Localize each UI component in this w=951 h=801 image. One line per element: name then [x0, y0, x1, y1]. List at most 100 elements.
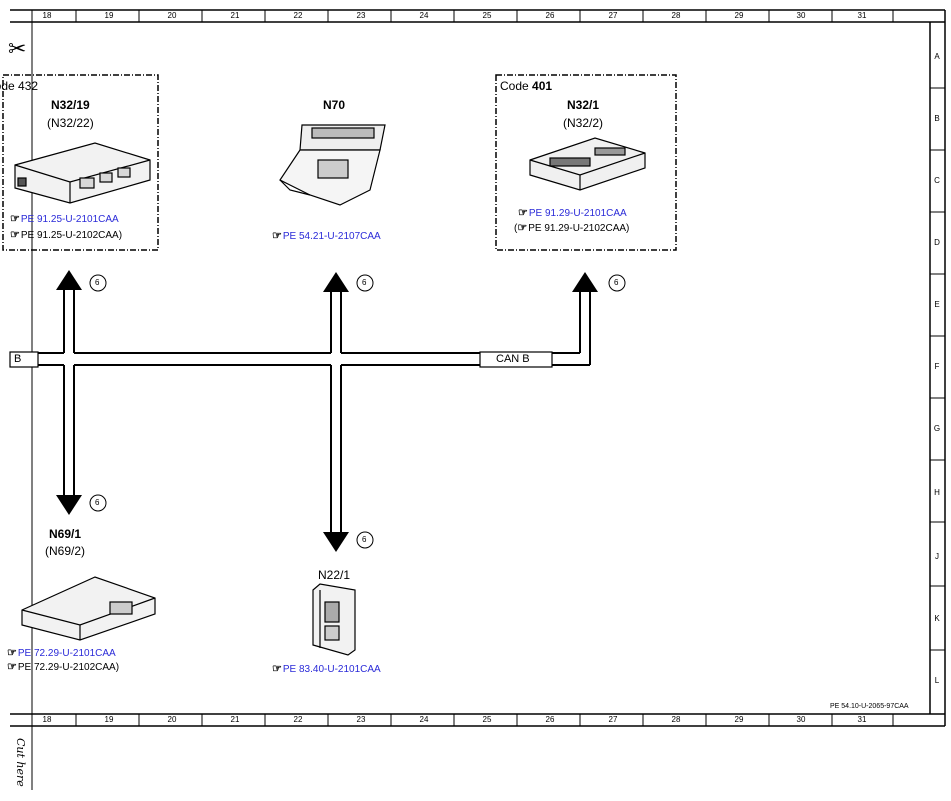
code-401-label: Code 401: [500, 79, 552, 93]
column-label: 22: [293, 11, 303, 20]
column-label: 21: [230, 715, 240, 724]
pointing-hand-icon: ☞: [10, 213, 20, 225]
column-label: 19: [104, 715, 114, 724]
pointing-hand-icon: ☞: [517, 222, 527, 234]
code-401-number: 401: [532, 79, 553, 93]
column-label: 26: [545, 715, 555, 724]
connector-marker-n22-1: 6: [362, 535, 367, 544]
row-label: C: [934, 176, 940, 185]
n69-1-ref-1-text: PE 72.29-U-2101CAA: [17, 648, 116, 659]
n32-1-ref-2-open: (: [514, 223, 518, 234]
n32-1-module-image: [529, 137, 646, 191]
code-401-frame: [495, 74, 677, 251]
n69-1-ref-1[interactable]: ☞PE 72.29-U-2101CAA: [7, 647, 116, 660]
can-b-label-box: [479, 351, 553, 368]
n32-19-name-prefix: N32/: [51, 98, 77, 112]
row-label: G: [933, 424, 941, 433]
connector-circles: [89, 274, 626, 549]
n32-19-module-image: [14, 142, 151, 204]
n69-1-alt-name: (N69/2): [45, 544, 86, 558]
bus-left-label-box: [9, 351, 39, 368]
n32-19-ref-2[interactable]: ☞PE 91.25-U-2102CAA): [10, 229, 122, 242]
n70-name: N70: [323, 98, 346, 112]
arrow-down-n22-1: [323, 532, 349, 552]
row-label: A: [934, 52, 940, 61]
bus-arrowheads: [56, 270, 598, 552]
n32-1-name: N32/1: [567, 98, 600, 112]
can-b-label: CAN B: [496, 353, 530, 365]
column-label: 23: [356, 11, 366, 20]
cut-here-text: Cut here: [14, 738, 27, 787]
row-label: J: [935, 552, 939, 561]
connector-marker-n69-1: 6: [95, 498, 100, 507]
column-label: 24: [419, 715, 429, 724]
n69-1-ref-2-text: PE 72.29-U-2102CAA): [17, 662, 120, 673]
column-label: 31: [857, 11, 867, 20]
code-432-label: Code 432: [0, 79, 39, 93]
column-label: 26: [545, 11, 555, 20]
n70-ref-1[interactable]: ☞PE 54.21-U-2107CAA: [272, 230, 381, 243]
connector-marker-n70: 6: [362, 278, 367, 287]
column-label: 20: [167, 11, 177, 20]
connector-marker-n32-1: 6: [614, 278, 619, 287]
n69-1-ref-2[interactable]: ☞PE 72.29-U-2102CAA): [7, 661, 119, 674]
n32-19-ref-1[interactable]: ☞PE 91.25-U-2101CAA: [10, 213, 119, 226]
row-label: E: [934, 300, 940, 309]
row-label: L: [934, 676, 940, 685]
n69-1-module-image: [21, 576, 156, 641]
column-label: 24: [419, 11, 429, 20]
pointing-hand-icon: ☞: [518, 207, 528, 219]
pointing-hand-icon: ☞: [10, 229, 20, 241]
pointing-hand-icon: ☞: [272, 663, 282, 675]
row-label: K: [934, 614, 940, 623]
row-label: B: [934, 114, 940, 123]
code-432-frame: [2, 74, 159, 251]
n32-1-ref-1-text: PE 91.29-U-2101CAA: [528, 208, 627, 219]
column-label: 28: [671, 715, 681, 724]
n32-1-ref-2-text: PE 91.29-U-2102CAA): [528, 223, 630, 234]
column-label: 28: [671, 11, 681, 20]
can-b-bus: [38, 288, 591, 534]
n22-1-ref-1-text: PE 83.40-U-2101CAA: [282, 664, 381, 675]
pointing-hand-icon: ☞: [7, 647, 17, 659]
arrow-up-n70: [323, 272, 349, 292]
n32-19-name: N32/19: [51, 98, 90, 112]
n22-1-name: N22/1: [318, 568, 351, 582]
column-label: 27: [608, 11, 618, 20]
column-label: 25: [482, 11, 492, 20]
column-label: 22: [293, 715, 303, 724]
sheet-frame: [10, 9, 946, 790]
n70-ref-1-text: PE 54.21-U-2107CAA: [282, 231, 381, 242]
column-label: 31: [857, 715, 867, 724]
n32-1-ref-1[interactable]: ☞PE 91.29-U-2101CAA: [518, 207, 627, 220]
n22-1-module-image: [312, 583, 356, 656]
row-ruler-ticks: [930, 87, 945, 651]
connector-marker-n32-19: 6: [95, 278, 100, 287]
n32-1-alt-name: (N32/2): [563, 116, 604, 130]
code-401-prefix: Code: [500, 79, 533, 93]
n32-1-ref-2[interactable]: (☞PE 91.29-U-2102CAA): [514, 222, 629, 235]
pointing-hand-icon: ☞: [272, 230, 282, 242]
n69-1-name: N69/1: [49, 527, 82, 541]
column-ruler-ticks: [75, 10, 894, 726]
n32-19-alt-name: (N32/22): [47, 116, 94, 130]
column-label: 27: [608, 715, 618, 724]
row-label: D: [934, 238, 940, 247]
sheet-reference: PE 54.10-U-2065-97CAA: [830, 703, 909, 710]
column-label: 30: [796, 715, 806, 724]
n32-19-ref-2-text: PE 91.25-U-2102CAA): [20, 230, 123, 241]
row-label: F: [934, 362, 940, 371]
column-label: 29: [734, 715, 744, 724]
n22-1-ref-1[interactable]: ☞PE 83.40-U-2101CAA: [272, 663, 381, 676]
scissors-icon: ✂: [8, 36, 27, 61]
column-label: 18: [42, 715, 52, 724]
column-label: 23: [356, 715, 366, 724]
n32-19-ref-1-text: PE 91.25-U-2101CAA: [20, 214, 119, 225]
column-label: 29: [734, 11, 744, 20]
arrow-up-n32-19: [56, 270, 82, 290]
column-label: 30: [796, 11, 806, 20]
column-label: 21: [230, 11, 240, 20]
pointing-hand-icon: ☞: [7, 661, 17, 673]
column-label: 19: [104, 11, 114, 20]
